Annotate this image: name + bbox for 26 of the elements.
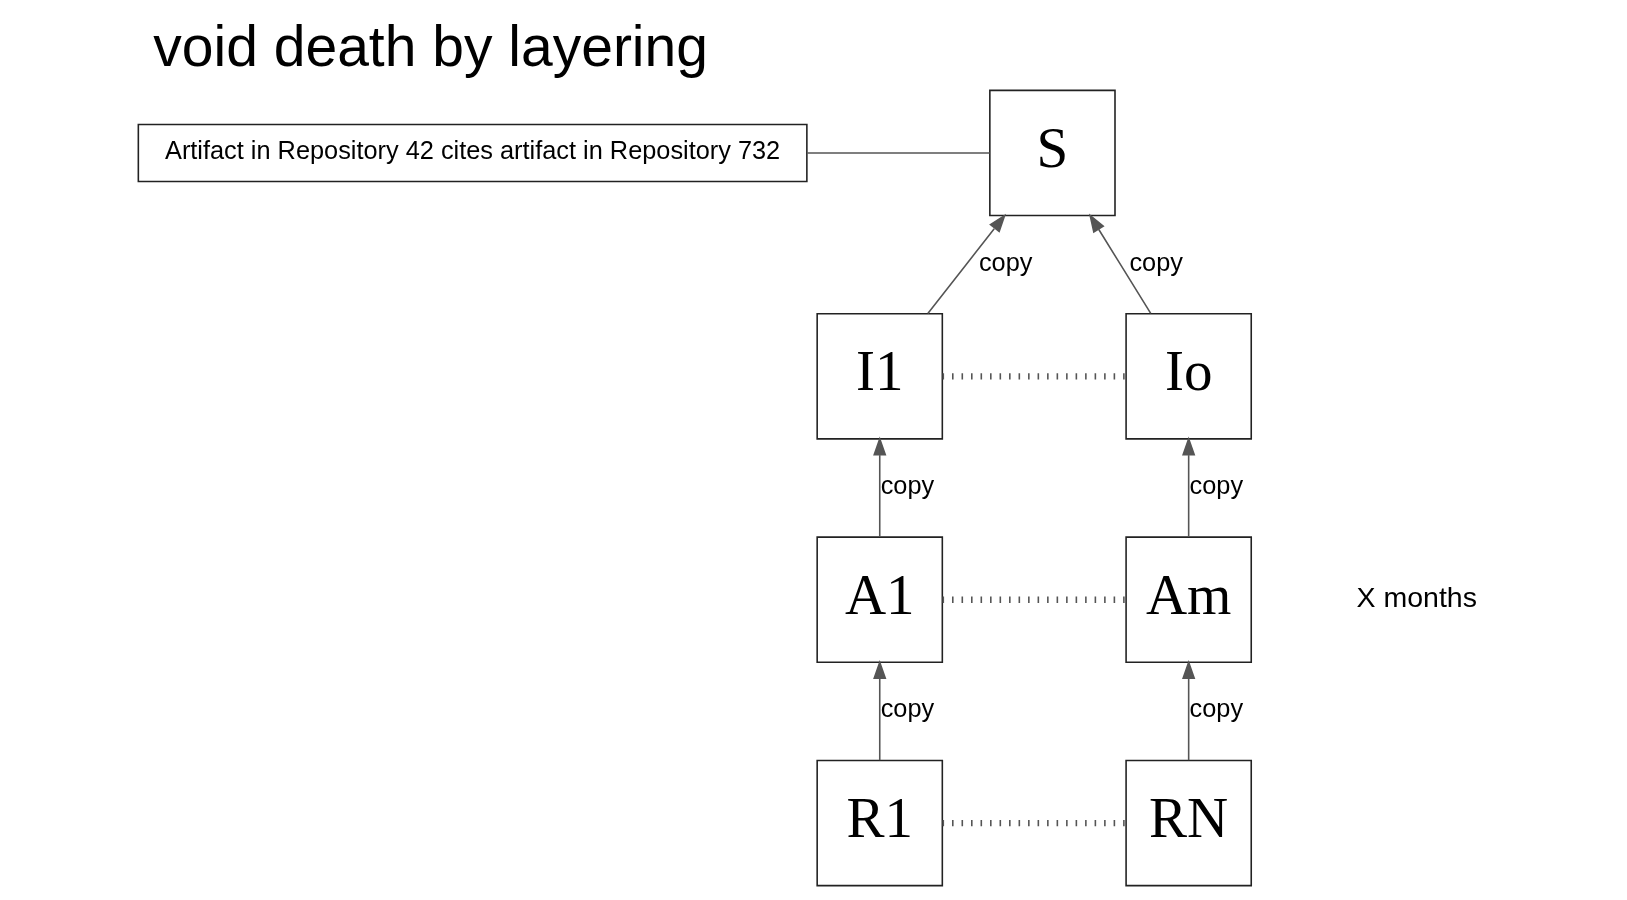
arrow: [872, 659, 886, 761]
arrow: [1181, 659, 1195, 761]
arrow: [872, 436, 886, 538]
edge-label: copy: [978, 247, 1032, 276]
node-box: S: [988, 89, 1116, 217]
connector: [942, 596, 1126, 603]
label: X months: [1356, 580, 1477, 613]
edge-label: copy: [1128, 247, 1183, 276]
connector: [942, 819, 1126, 827]
node-box: Am: [1124, 536, 1252, 664]
node-box: A1: [815, 536, 943, 664]
node-box: R1: [815, 759, 943, 887]
node-box: Artifact in Repository 42 cites artifact in Repository 732: [137, 123, 808, 183]
edge-label: copy: [880, 471, 934, 500]
node-box: Io: [1124, 312, 1252, 440]
edge-label: copy: [1189, 694, 1243, 723]
diagram-title: void death by layering: [152, 14, 708, 79]
arrow: [1181, 436, 1195, 538]
edge-label: copy: [1189, 471, 1243, 500]
node-box: RN: [1124, 759, 1252, 887]
node-box: I1: [815, 312, 943, 440]
arrow: [926, 213, 1006, 315]
connector: [942, 373, 1126, 380]
edge-label: copy: [880, 694, 934, 723]
connector: [805, 152, 990, 154]
arrow: [1088, 213, 1151, 315]
